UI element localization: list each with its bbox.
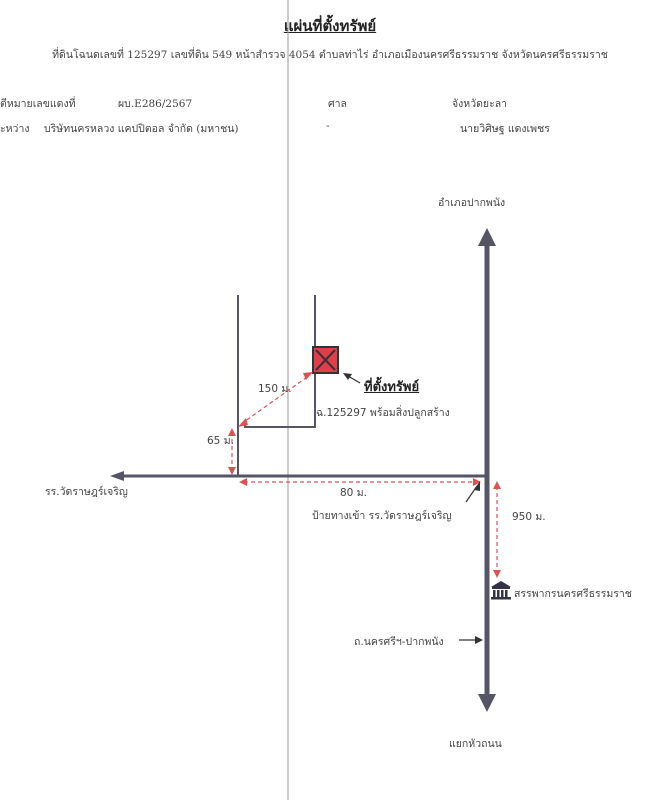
distance-label-80m: 80 ม. [340,487,367,499]
north-destination-label: อำเภอปากพนัง [438,197,506,209]
parties-label: ะหว่าง [0,123,30,135]
property-subtitle: ที่ดินโฉนดเลขที่ 125297 เลขที่ดิน 549 หน… [52,49,608,61]
main-road-label: ถ.นครศรีฯ-ปากพนัง [354,636,444,648]
main-road-south-arrow-icon [478,694,496,712]
school-road-label: รร.วัดราษฎร์เจริญ [45,486,128,498]
main-road-north-arrow-icon [478,228,496,246]
distance-label-65m: 65 ม. [207,435,234,447]
parties-separator: - [326,120,330,132]
entrance-sign-label: ป้ายทางเข้า รร.วัดราษฎร์เจริญ [312,510,452,522]
revenue-office-label: สรรพากรนครศรีธรรมราช [514,588,632,600]
south-destination-label: แยกหัวถนน [449,738,502,750]
site-marker-icon [312,346,339,374]
road-pointer-arrow-icon [459,636,483,644]
page-title: แผ่นที่ตั้งทรัพย์ [283,17,377,35]
distance-label-150m: 150 ม. [258,383,292,395]
site-label: ที่ตั้งทรัพย์ [364,380,420,395]
distance-label-950m: 950 ม. [512,511,546,523]
case-number: ผบ.E286/2567 [118,98,193,110]
court-label: ศาล [328,98,347,110]
government-building-icon [491,581,511,600]
side-road [110,471,487,481]
diagonal-distance-line [240,374,311,425]
entrance-pointer-arrow-icon [465,481,480,503]
defendant-name: นายวิศิษฐ แดงเพชร [460,123,550,135]
case-label: ตีหมายเลขแดงที่ [0,98,76,110]
site-pointer-arrow-icon [343,373,361,384]
plaintiff-name: บริษัทนครหลวง แคปปิตอล จำกัด (มหาชน) [44,123,239,135]
side-road-west-arrow-icon [110,471,124,481]
court-name: จังหวัดยะลา [452,98,508,110]
main-road [478,228,496,712]
parcel-label: ฉ.125297 พร้อมสิ่งปลูกสร้าง [316,407,450,419]
